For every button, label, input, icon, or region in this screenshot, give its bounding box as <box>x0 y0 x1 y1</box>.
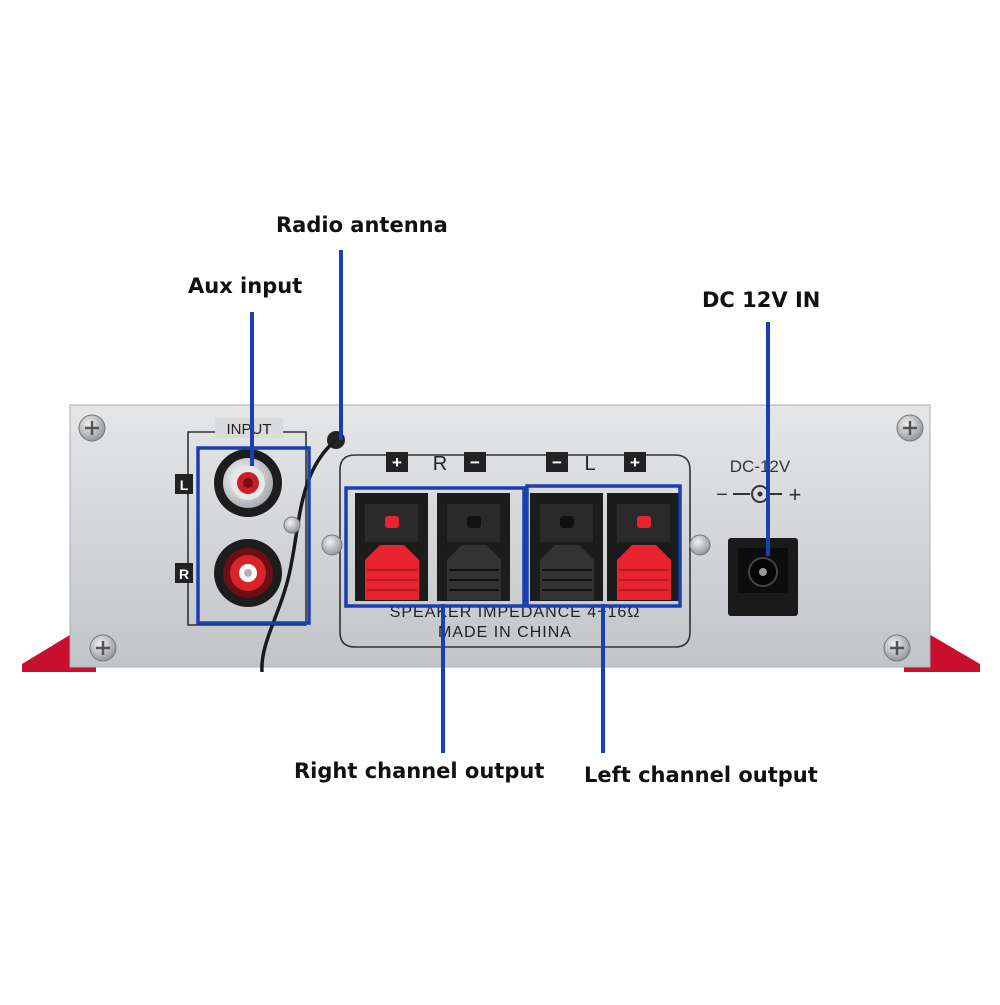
terminal-right-minus[interactable] <box>437 493 510 601</box>
rca-jack-right-red[interactable] <box>214 539 282 607</box>
input-channel-l: L <box>180 477 189 493</box>
svg-text:+: + <box>789 482 802 507</box>
dc-power-jack[interactable] <box>728 538 798 616</box>
input-label: INPUT <box>227 421 272 438</box>
left-plus-symbol: + <box>630 453 640 472</box>
right-minus-symbol: − <box>470 453 480 472</box>
terminal-screw-right <box>689 534 711 556</box>
antenna-wire <box>260 431 345 673</box>
callout-dc-in: DC 12V IN <box>702 288 821 312</box>
rca-jack-left-white[interactable] <box>214 449 282 517</box>
callout-radio-antenna: Radio antenna <box>276 213 448 237</box>
screw-top-left <box>78 414 106 442</box>
dc-label: DC-12V <box>730 457 791 476</box>
input-channel-r: R <box>179 566 189 582</box>
left-minus-symbol: − <box>552 453 562 472</box>
impedance-text: SPEAKER IMPEDANCE 4~16Ω <box>390 604 641 621</box>
made-in-text: MADE IN CHINA <box>438 624 572 641</box>
screw-bottom-left <box>89 634 117 662</box>
right-group-letter: R <box>433 453 447 475</box>
terminal-left-plus[interactable] <box>607 493 680 601</box>
terminal-right-plus[interactable] <box>355 493 428 601</box>
screw-bottom-right <box>883 634 911 662</box>
terminal-screw-left <box>321 534 343 556</box>
right-output-highlight <box>344 486 526 608</box>
screw-top-right <box>896 414 924 442</box>
callout-right-output: Right channel output <box>294 759 545 783</box>
left-group-letter: L <box>584 453 595 475</box>
svg-text:−: − <box>716 484 728 506</box>
callout-aux-input: Aux input <box>188 274 303 298</box>
callout-left-output: Left channel output <box>584 763 818 787</box>
terminal-left-minus[interactable] <box>530 493 603 601</box>
right-plus-symbol: + <box>392 453 402 472</box>
speaker-section-outline <box>339 454 691 648</box>
